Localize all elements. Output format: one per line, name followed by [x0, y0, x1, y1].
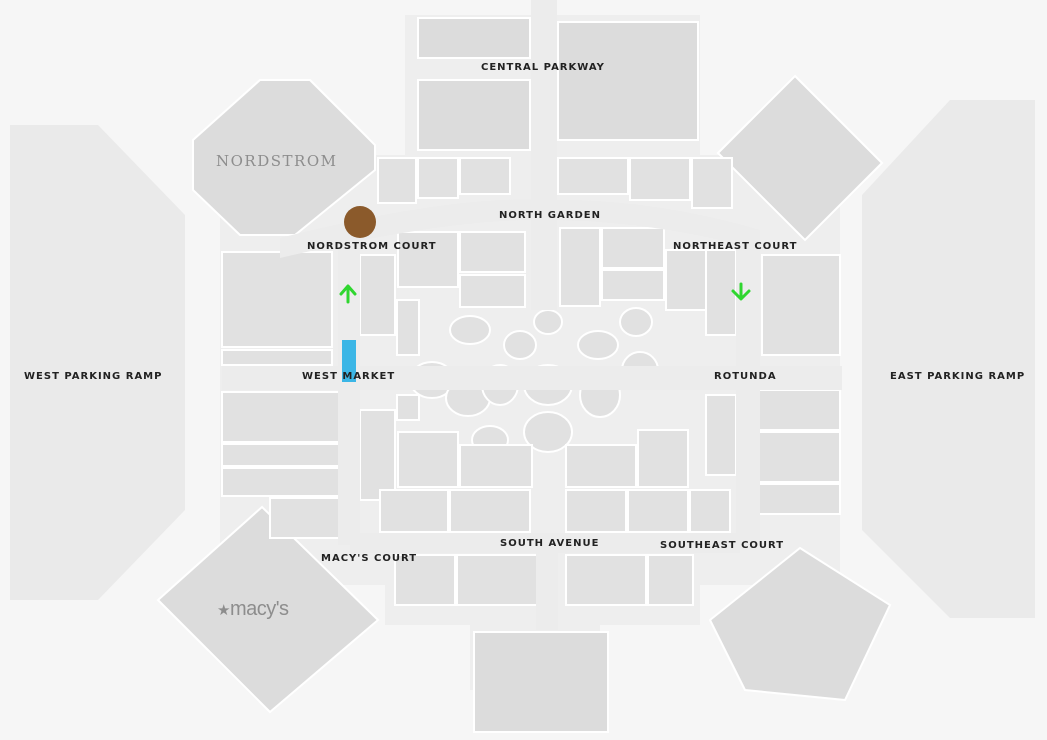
- store-unit[interactable]: [221, 251, 333, 348]
- store-unit[interactable]: [761, 254, 841, 356]
- store-unit[interactable]: [456, 554, 538, 606]
- store-unit[interactable]: [221, 467, 341, 497]
- store-unit[interactable]: [459, 157, 511, 195]
- east-parking-ramp[interactable]: [862, 100, 1035, 618]
- nordstrom-logo: NORDSTROM: [216, 152, 338, 170]
- brown-circle-marker[interactable]: [344, 206, 376, 238]
- walkway-south-entrance[interactable]: [536, 540, 558, 630]
- store-unit[interactable]: [559, 227, 601, 307]
- southeast-anchor-store[interactable]: [708, 546, 892, 702]
- blue-highlight-block[interactable]: [342, 340, 356, 382]
- store-unit[interactable]: [601, 227, 665, 269]
- store-unit[interactable]: [601, 269, 665, 301]
- store-unit[interactable]: [565, 554, 647, 606]
- down-arrow-icon[interactable]: [731, 282, 751, 301]
- kiosk[interactable]: [619, 307, 653, 337]
- store-unit[interactable]: [565, 489, 627, 533]
- up-arrow-icon[interactable]: [339, 284, 357, 304]
- store-unit[interactable]: [396, 394, 420, 421]
- west-parking-ramp[interactable]: [10, 125, 185, 600]
- store-unit[interactable]: [359, 409, 396, 501]
- walkway-north-garden[interactable]: [280, 199, 760, 258]
- label-southeast-court[interactable]: SOUTHEAST COURT: [660, 540, 785, 551]
- store-unit[interactable]: [705, 394, 737, 476]
- kiosk[interactable]: [533, 309, 563, 335]
- north-anchor-store-east[interactable]: [557, 21, 699, 141]
- store-unit[interactable]: [647, 554, 694, 606]
- store-unit[interactable]: [627, 489, 689, 533]
- store-unit[interactable]: [749, 389, 841, 431]
- label-macys-court[interactable]: MACY'S COURT: [321, 553, 418, 564]
- store-unit[interactable]: [379, 489, 449, 533]
- macys-logo: ★macy's: [217, 598, 289, 621]
- store-unit[interactable]: [459, 231, 526, 273]
- store-block-west: [221, 251, 420, 539]
- walkway-central-parkway[interactable]: [531, 0, 557, 310]
- store-unit[interactable]: [417, 157, 459, 199]
- down-arrow-head: [731, 289, 751, 301]
- store-unit[interactable]: [637, 429, 689, 488]
- macys-store[interactable]: [156, 505, 380, 714]
- walkway-west-corridor[interactable]: [338, 240, 360, 545]
- store-unit[interactable]: [689, 489, 731, 533]
- store-unit[interactable]: [459, 274, 526, 308]
- south-anchor-store[interactable]: [473, 631, 609, 733]
- macys-wordmark: macy's: [229, 598, 289, 620]
- store-block-northwest: [377, 157, 733, 209]
- label-central-parkway[interactable]: CENTRAL PARKWAY: [481, 62, 605, 73]
- store-unit[interactable]: [269, 497, 341, 539]
- store-block-east: [705, 249, 841, 515]
- store-unit[interactable]: [749, 431, 841, 483]
- store-unit[interactable]: [629, 157, 691, 201]
- kiosk[interactable]: [577, 330, 619, 360]
- store-unit[interactable]: [377, 157, 417, 204]
- label-west-parking-ramp[interactable]: WEST PARKING RAMP: [24, 371, 163, 382]
- store-unit[interactable]: [691, 157, 733, 209]
- up-arrow-head: [339, 284, 357, 296]
- label-northeast-court[interactable]: NORTHEAST COURT: [673, 241, 798, 252]
- store-unit[interactable]: [221, 349, 333, 366]
- store-unit[interactable]: [705, 249, 737, 336]
- store-unit[interactable]: [449, 489, 531, 533]
- label-east-parking-ramp[interactable]: EAST PARKING RAMP: [890, 371, 1026, 382]
- store-unit[interactable]: [396, 299, 420, 356]
- label-south-avenue[interactable]: SOUTH AVENUE: [500, 538, 600, 549]
- kiosk[interactable]: [449, 315, 491, 345]
- north-anchor-store[interactable]: [417, 17, 531, 59]
- store-unit[interactable]: [565, 444, 637, 488]
- store-unit[interactable]: [221, 443, 341, 467]
- store-unit[interactable]: [397, 231, 459, 288]
- store-unit[interactable]: [359, 254, 396, 336]
- store-block-south: [379, 429, 731, 606]
- store-unit[interactable]: [394, 554, 456, 606]
- store-block-center: [397, 227, 707, 455]
- store-unit[interactable]: [221, 391, 341, 443]
- northeast-anchor-store[interactable]: [716, 74, 884, 242]
- store-unit[interactable]: [459, 444, 533, 488]
- kiosk[interactable]: [503, 330, 537, 360]
- store-unit[interactable]: [749, 483, 841, 515]
- north-store-west[interactable]: [417, 79, 531, 151]
- label-west-market[interactable]: WEST MARKET: [302, 371, 396, 382]
- label-north-garden[interactable]: NORTH GARDEN: [499, 210, 601, 221]
- store-unit[interactable]: [557, 157, 629, 195]
- store-unit[interactable]: [665, 249, 707, 311]
- macys-star-icon: ★: [217, 602, 230, 619]
- label-rotunda[interactable]: ROTUNDA: [714, 371, 777, 382]
- label-nordstrom-court[interactable]: NORDSTROM COURT: [307, 241, 437, 252]
- kiosk[interactable]: [523, 411, 573, 453]
- store-unit[interactable]: [397, 431, 459, 488]
